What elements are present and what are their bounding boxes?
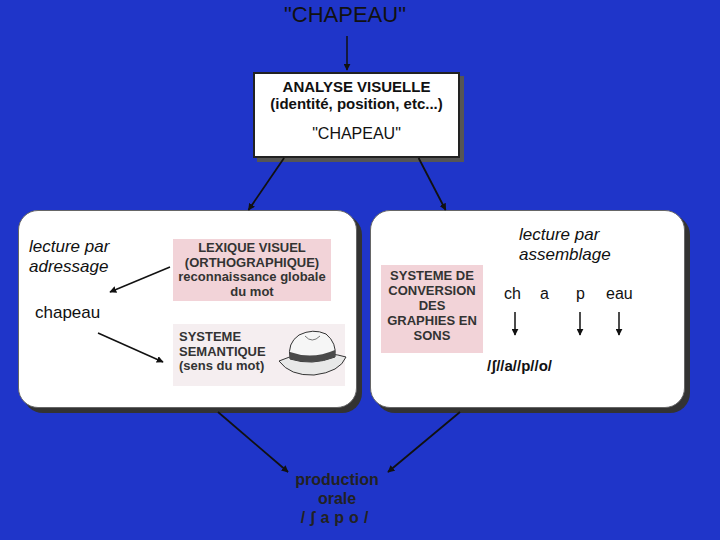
word-text: chapeau — [35, 303, 100, 323]
lexicon-box: LEXIQUE VISUEL (ORTHOGRAPHIQUE)reconnais… — [173, 239, 331, 301]
process-box: ANALYSE VISUELLE (identité, position, et… — [253, 72, 460, 158]
output-title: production orale — [282, 470, 392, 508]
box-body: (sens du mot) — [179, 359, 339, 374]
route-panel: lecture par assemblage ch a p eau/ʃ//a//p//o… — [370, 210, 685, 408]
grapheme: p — [576, 285, 585, 303]
route-name: lecture par assemblage — [519, 225, 639, 265]
grapheme: eau — [606, 285, 633, 303]
route-panel: lecture par adressage chapeau LEXIQUE VISU… — [18, 210, 357, 408]
edge-layer — [249, 158, 446, 210]
route-name: lecture par adressage — [29, 237, 149, 277]
conversion-box: SYSTEME DE CONVERSION DES GRAPHIES EN SO… — [381, 265, 483, 353]
box-title: SYSTEME SEMANTIQUE — [179, 330, 279, 359]
box-body: reconnaissance globale du mot — [177, 270, 327, 299]
grapheme: ch — [504, 285, 521, 303]
output-arrow — [388, 412, 460, 472]
output-phonemes: /ʃapo/ — [262, 509, 412, 527]
flow-arrow — [249, 158, 285, 210]
box-word: "CHAPEAU" — [259, 125, 454, 143]
box-title: SYSTEME DE CONVERSION DES GRAPHIES EN SO… — [383, 269, 481, 344]
grapheme: a — [540, 285, 549, 303]
input-word: "CHAPEAU" — [245, 2, 445, 28]
input-arrow — [346, 36, 348, 70]
box-title: LEXIQUE VISUEL (ORTHOGRAPHIQUE) — [177, 241, 327, 270]
flow-arrow — [419, 158, 446, 210]
semantic-box: SYSTEME SEMANTIQUE(sens du mot) — [173, 324, 345, 386]
output-arrow — [218, 412, 288, 472]
box-title: ANALYSE VISUELLE (identité, position, et… — [259, 78, 454, 113]
phoneme-string: /ʃ//a//p//o/ — [487, 357, 552, 374]
